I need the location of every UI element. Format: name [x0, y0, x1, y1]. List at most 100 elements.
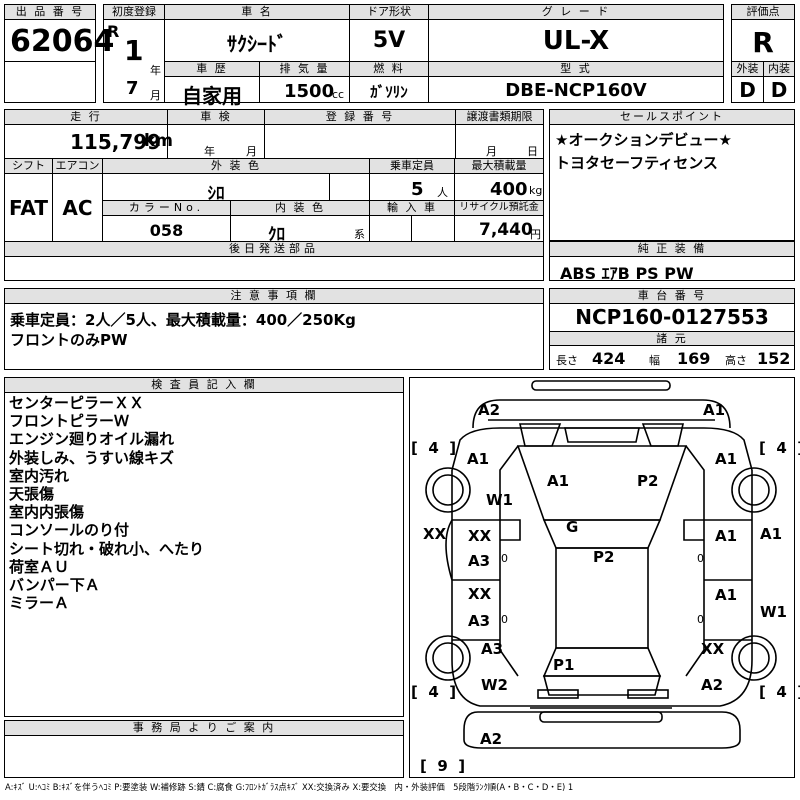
equipment-label: 純 正 装 備: [549, 241, 795, 257]
door-value: 5V: [372, 28, 406, 53]
inspector-label: 検 査 員 記 入 欄: [4, 377, 404, 393]
load-label: 最大積載量: [454, 158, 544, 174]
inspector-note: 荷室ＡＵ: [9, 557, 70, 576]
displacement-value: 1500: [284, 81, 335, 102]
load-value: 400: [490, 179, 528, 200]
damage-rl-wheel: W2: [481, 676, 508, 694]
int-grade-label: 内装: [763, 61, 795, 77]
color-divider: [329, 173, 330, 201]
inspector-note: 室内内張傷: [9, 503, 85, 522]
month-unit: 月: [150, 89, 161, 102]
color-label: 外 装 色: [102, 158, 370, 174]
inspection-label: 車 検: [167, 109, 265, 125]
legend-text: A:ｷｽﾞ U:ﾍｺﾐ B:ｷｽﾞを伴うﾍｺﾐ P:要塗装 W:補修跡 S:錆 …: [5, 782, 574, 792]
damage-top-right: A1: [703, 401, 726, 419]
damage-left-rear-door: XX: [468, 585, 492, 603]
damage-back-door: P1: [553, 656, 575, 674]
lot-number-value: 62064: [10, 24, 115, 59]
tire-rl: [ 4 ]: [411, 683, 457, 701]
first-reg-label: 初度登録: [103, 4, 165, 20]
tire-rl-value: 4: [428, 683, 439, 701]
caution-line-1: 乗車定員：2人／5人、最大積載量：400／250Kg: [10, 311, 356, 329]
import-divider: [411, 215, 412, 242]
shift-label: シフト: [4, 158, 53, 174]
fuel-value: ｶﾞｿﾘﾝ: [370, 83, 408, 101]
grade-label: グ レ ー ド: [428, 4, 724, 20]
ext-grade-value: D: [739, 78, 756, 102]
chassis-label: 車 台 番 号: [549, 288, 795, 304]
interior-label: 内 装 色: [230, 200, 370, 216]
tire-fl: [ 4 ]: [411, 439, 457, 457]
mileage-label: 走 行: [4, 109, 168, 125]
shift-value: FAT: [9, 196, 48, 220]
inspection-month-unit: 月: [246, 145, 257, 158]
int-grade-value: D: [770, 78, 788, 102]
width-label: 幅: [649, 354, 660, 367]
ext-grade-label: 外装: [731, 61, 764, 77]
car-diagram: [425, 380, 777, 749]
recycle-label: リサイクル預託金: [454, 200, 544, 216]
transfer-month-unit: 月: [486, 145, 497, 158]
damage-fr-wheel: A1: [715, 450, 738, 468]
car-name-label: 車 名: [164, 4, 350, 20]
tire-fl-value: 4: [428, 439, 439, 457]
import-label: 輸 入 車: [369, 200, 455, 216]
damage-fl-wheel-w: W1: [486, 491, 513, 509]
displacement-unit: cc: [332, 88, 345, 101]
grade-value: UL-X: [542, 26, 610, 56]
damage-left-pillar: XX: [423, 525, 447, 543]
damage-left-rear-door-a: A3: [468, 612, 491, 630]
width-value: 169: [677, 349, 711, 368]
damage-rear-left: A3: [481, 640, 504, 658]
damage-top-left: A2: [478, 401, 501, 419]
damage-bottom-left: A2: [480, 730, 503, 748]
spec-label: 諸 元: [549, 331, 795, 346]
lot-blank-box: [4, 61, 96, 103]
tire-spare-value: 9: [437, 757, 448, 775]
color-no-label: カラーNo.: [102, 200, 231, 216]
tire-spare: [ 9 ]: [420, 757, 466, 775]
interior-value: ｸﾛ: [268, 225, 285, 245]
plate-label: 登 録 番 号: [264, 109, 456, 125]
right-door-zero-1: 0: [697, 552, 704, 565]
tire-rr-value: 4: [776, 683, 787, 701]
mileage-value: 115,799: [70, 130, 162, 154]
length-label: 長さ: [556, 354, 578, 367]
diagram-box: [409, 377, 795, 778]
transfer-day-unit: 日: [527, 145, 538, 158]
inspector-note: センターピラーＸＸ: [9, 394, 145, 412]
left-door-zero-1: 0: [501, 552, 508, 565]
caution-label: 注 意 事 項 欄: [4, 288, 544, 304]
sales-point-label: セールスポイント: [549, 109, 795, 125]
interior-unit: 系: [354, 228, 365, 241]
year-unit: 年: [150, 64, 161, 77]
right-door-zero-2: 0: [697, 613, 704, 626]
model-label: 型 式: [428, 61, 724, 77]
score-value: R: [752, 26, 774, 59]
damage-rr-wheel: A2: [701, 676, 724, 694]
chassis-value: NCP160-0127553: [575, 305, 769, 329]
length-value: 424: [592, 349, 626, 368]
later-parts-label: 後日発送部品: [4, 241, 544, 257]
car-name-value: ｻｸｼｰﾄﾞ: [227, 32, 287, 56]
caution-line-2: フロントのみPW: [10, 331, 128, 349]
capacity-unit: 人: [437, 186, 448, 199]
door-label: ドア形状: [349, 4, 429, 20]
damage-right-rear-door: A1: [715, 586, 738, 604]
inspector-note: 室内汚れ: [9, 466, 70, 485]
reg-month-value: 7: [126, 78, 139, 99]
displacement-label: 排 気 量: [259, 61, 350, 77]
damage-right-edge-bottom: W1: [760, 603, 787, 621]
reg-year-value: 1: [124, 34, 144, 67]
damage-left-front-door-a: A3: [468, 552, 491, 570]
ac-label: エアコン: [52, 158, 103, 174]
inspector-note: 外装しみ、うすい線キズ: [9, 448, 175, 467]
tire-fr-value: 4: [776, 439, 787, 457]
damage-hood-left: A1: [547, 472, 570, 490]
sales-point-line-2: トヨタセーフティセンス: [555, 154, 718, 172]
recycle-value: 7,440: [479, 220, 533, 240]
history-label: 車 歴: [164, 61, 260, 77]
history-value: 自家用: [182, 84, 242, 108]
damage-right-edge-top: A1: [760, 525, 783, 543]
office-label: 事 務 局 よ り ご 案 内: [4, 720, 404, 736]
